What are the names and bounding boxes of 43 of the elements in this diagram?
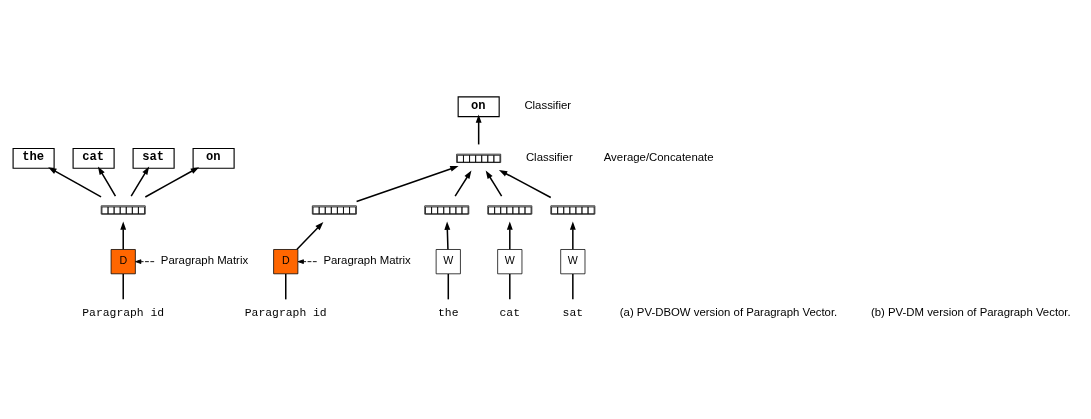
connector [572,272,574,300]
node-text: Paragraph Matrix [323,253,411,266]
node-box: W [497,248,523,274]
node-box: cat [72,147,115,169]
node-box: sat [132,147,175,169]
label: (a) PV-DBOW version of Paragraph Vector. [619,305,838,318]
node-box: W [435,248,461,274]
node-text: Paragraph id [244,306,327,319]
node-box: on [457,95,500,117]
node-box: the [12,147,55,169]
node-text: cat [499,306,521,319]
connector [122,272,124,300]
arrow [444,220,451,250]
node-text: Paragraph Matrix [160,253,249,266]
arrow [97,165,117,197]
arrow [485,169,503,197]
arrow [130,165,150,197]
node-box: W [560,248,586,274]
arrow [498,169,552,198]
node-text: Paragraph id [82,306,165,319]
node-text: the [438,306,459,319]
arrow [454,169,472,197]
arrow [355,165,459,202]
label: Average/Concatenate [603,150,714,163]
arrow [569,220,576,250]
arrow [296,221,324,250]
arrow [506,220,513,250]
arrow [144,166,200,198]
arrow [297,258,318,264]
arrow [48,166,102,198]
label: (b) PV-DM version of Paragraph Vector. [870,305,1071,318]
node-box: D [273,248,299,274]
node-box: D [110,248,136,274]
node-text: sat [562,306,584,319]
label: Classifier [525,150,573,163]
arrow [120,220,127,250]
connector [447,272,450,300]
node-box: on [192,147,235,169]
connector [285,272,287,300]
arrow [475,113,482,145]
label: Classifier [524,98,572,111]
connector [509,272,511,300]
arrow [135,258,155,264]
